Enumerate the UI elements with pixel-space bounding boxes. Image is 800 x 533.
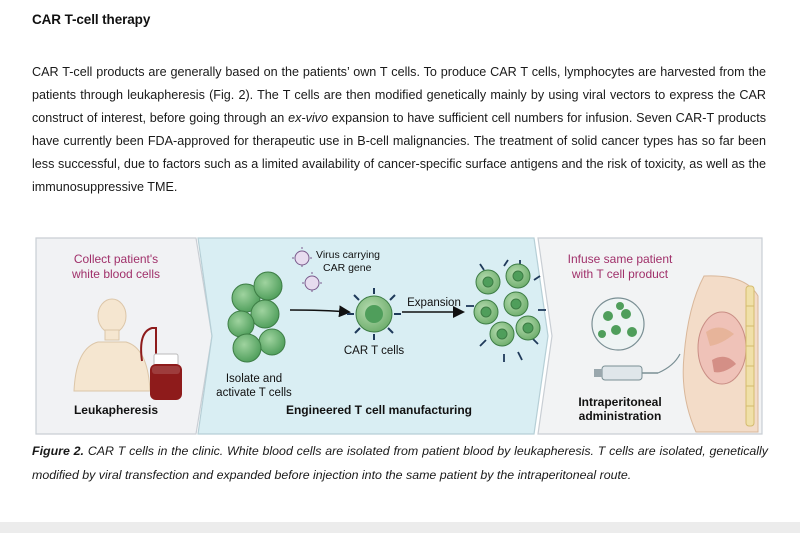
- leukapheresis-label: Leukapheresis: [74, 403, 158, 417]
- blood-bag-icon: [150, 353, 182, 400]
- abdomen-anatomy-icon: [682, 275, 759, 433]
- expanded-car-t-cells-icon: [466, 259, 546, 362]
- virus-icon: [292, 247, 322, 292]
- virus-label-line1: Virus carrying: [316, 249, 380, 261]
- cell-product-dish-icon: [591, 297, 645, 351]
- figure-caption: Figure 2. CAR T cells in the clinic. Whi…: [32, 440, 768, 487]
- infuse-title-line1: Infuse same patient: [568, 252, 673, 266]
- collect-title-line2: white blood cells: [71, 267, 160, 281]
- intraperitoneal-label-line1: Intraperitoneal: [578, 395, 661, 409]
- manufacturing-label: Engineered T cell manufacturing: [286, 403, 472, 417]
- car-t-cell-icon: [347, 288, 401, 340]
- caption-label: Figure 2.: [32, 444, 85, 458]
- blood-tube-icon: [140, 327, 157, 362]
- caption-text: CAR T cells in the clinic. White blood c…: [32, 444, 768, 482]
- virus-label-line2: CAR gene: [323, 262, 372, 274]
- page-bottom-margin: [0, 522, 800, 533]
- infuse-title-line2: with T cell product: [571, 267, 669, 281]
- collect-title-line1: Collect patient's: [74, 252, 158, 266]
- intraperitoneal-label-line2: administration: [579, 409, 662, 423]
- transduction-arrow: [289, 305, 351, 318]
- paragraph-text-2: expansion to have sufficient cell number…: [32, 111, 766, 194]
- t-cell-cluster-icon: [227, 271, 286, 363]
- paragraph-text-1: CAR T-cell products are generally based …: [32, 65, 766, 125]
- paragraph-emphasis: ex-vivo: [288, 111, 328, 125]
- isolate-label-line1: Isolate and: [226, 373, 282, 385]
- syringe-icon: [594, 353, 681, 381]
- car-t-cells-label: CAR T cells: [344, 345, 405, 357]
- body-paragraph: CAR T-cell products are generally based …: [32, 61, 766, 199]
- figure-2: Collect patient's white blood cells Leuk…: [35, 237, 763, 435]
- isolate-label-line2: activate T cells: [216, 387, 292, 399]
- patient-silhouette-icon: [73, 298, 151, 392]
- expansion-label: Expansion: [407, 297, 461, 309]
- document-page: CAR T-cell therapy CAR T-cell products a…: [0, 0, 800, 522]
- section-heading: CAR T-cell therapy: [32, 12, 151, 27]
